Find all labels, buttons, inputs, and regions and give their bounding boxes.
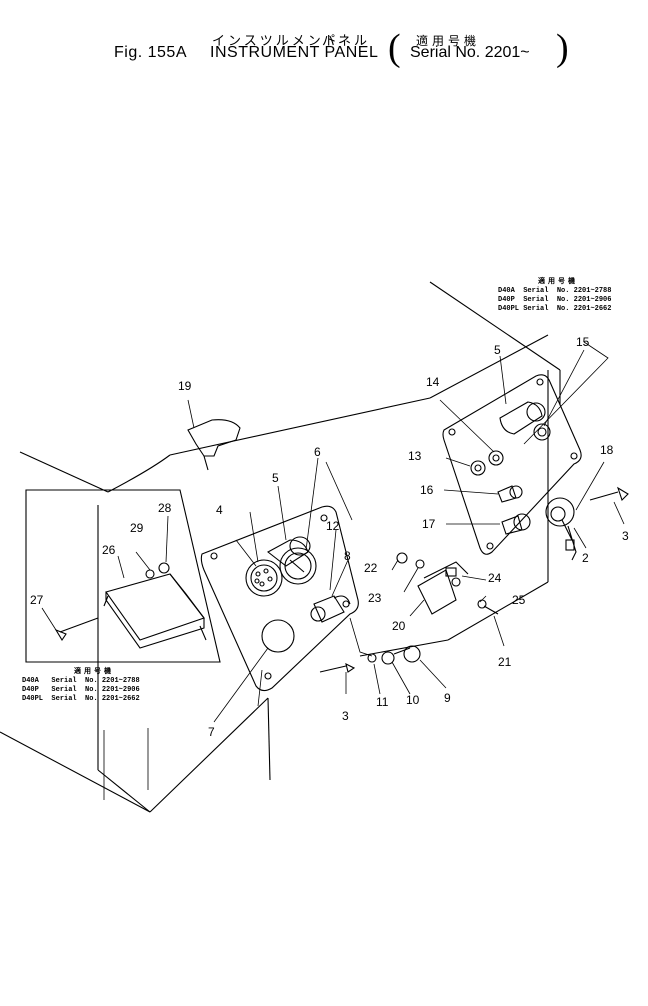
pilot-lamp-5-left bbox=[266, 536, 311, 567]
callout-12: 12 bbox=[326, 519, 340, 533]
gauge-4 bbox=[245, 559, 283, 597]
callout-20: 20 bbox=[392, 619, 406, 633]
title-japanese: インスツルメント bbox=[212, 33, 340, 48]
serial-range: Serial No. 2201~ bbox=[410, 44, 530, 61]
table-row: D40P Serial No. 2201~2906 bbox=[498, 296, 612, 304]
callout-27: 27 bbox=[30, 593, 44, 607]
right-panel-plate bbox=[442, 374, 582, 555]
lamp-8 bbox=[310, 595, 351, 623]
callout-9: 9 bbox=[444, 691, 451, 705]
callout-3-right: 3 bbox=[622, 529, 629, 543]
table-row: D40PL Serial No. 2201~2662 bbox=[22, 695, 140, 703]
instrument-panel-plate bbox=[200, 505, 359, 692]
serial-japanese: 適用号機 bbox=[416, 34, 481, 48]
detail-box bbox=[25, 489, 221, 663]
switch-17 bbox=[501, 513, 531, 535]
callout-17: 17 bbox=[422, 517, 436, 531]
figure-number: Fig. 155A bbox=[114, 44, 187, 61]
table-row: D40P Serial No. 2201~2906 bbox=[22, 686, 140, 694]
serial-table-right: 適用号機 D40A Serial No. 2201~2788 D40P Seri… bbox=[498, 278, 611, 314]
nut-28 bbox=[158, 562, 170, 574]
callout-18: 18 bbox=[600, 443, 614, 457]
callout-5-right: 5 bbox=[494, 343, 501, 357]
screw-3-left bbox=[319, 662, 356, 673]
dashboard-housing bbox=[0, 281, 561, 813]
callout-labels: 19 5 6 4 12 8 7 3 11 10 9 22 23 20 21 24… bbox=[30, 335, 629, 739]
table-row: D40PL Serial No. 2201~2662 bbox=[498, 305, 612, 313]
switch-16 bbox=[497, 485, 523, 503]
callout-8: 8 bbox=[344, 549, 351, 563]
key-switch-18 bbox=[545, 497, 577, 561]
callout-25: 25 bbox=[512, 593, 526, 607]
callout-13: 13 bbox=[408, 449, 422, 463]
switch-7 bbox=[261, 619, 295, 653]
washer-10 bbox=[381, 651, 395, 665]
callout-11: 11 bbox=[376, 695, 389, 709]
callout-21: 21 bbox=[498, 655, 512, 669]
callout-15: 15 bbox=[576, 335, 590, 349]
callout-24: 24 bbox=[488, 571, 502, 585]
callout-14: 14 bbox=[426, 375, 440, 389]
callout-2: 2 bbox=[582, 551, 589, 565]
nut-13-14 bbox=[470, 450, 504, 476]
callout-19: 19 bbox=[178, 379, 192, 393]
callout-29: 29 bbox=[130, 521, 144, 535]
leader-lines bbox=[41, 341, 625, 800]
callout-3: 3 bbox=[342, 709, 349, 723]
bracket-20 bbox=[417, 561, 469, 615]
bolt-9 bbox=[393, 645, 421, 663]
callout-5: 5 bbox=[272, 471, 279, 485]
washer-29 bbox=[145, 569, 155, 579]
callout-26: 26 bbox=[102, 543, 116, 557]
callout-7: 7 bbox=[208, 725, 215, 739]
open-paren: ( bbox=[388, 27, 401, 69]
callout-22: 22 bbox=[364, 561, 378, 575]
callout-16: 16 bbox=[420, 483, 434, 497]
table-header: 適用号機 bbox=[538, 278, 578, 286]
callout-4: 4 bbox=[216, 503, 223, 517]
bracket-26 bbox=[103, 573, 207, 649]
callout-23: 23 bbox=[368, 591, 382, 605]
bolt-21 bbox=[477, 599, 499, 615]
bolt-3-right bbox=[589, 486, 629, 502]
nut-22 bbox=[396, 552, 408, 564]
table-row: D40A Serial No. 2201~2788 bbox=[22, 677, 140, 685]
close-paren: ) bbox=[556, 27, 569, 69]
pilot-lamp-5-right bbox=[499, 401, 551, 441]
screw-27 bbox=[54, 617, 99, 642]
table-header: 適用号機 bbox=[74, 668, 114, 676]
cover-19 bbox=[187, 419, 241, 471]
table-row: D40A Serial No. 2201~2788 bbox=[498, 287, 612, 295]
washer-23 bbox=[415, 559, 425, 569]
callout-10: 10 bbox=[406, 693, 420, 707]
washer-11 bbox=[367, 653, 377, 663]
figure-title: Fig. 155A INSTRUMENT PANEL bbox=[114, 44, 378, 62]
callout-28: 28 bbox=[158, 501, 172, 515]
serial-table-left: 適用号機 D40A Serial No. 2201~2788 D40P Seri… bbox=[22, 668, 140, 704]
figure-name: INSTRUMENT PANEL bbox=[210, 44, 379, 61]
title-japanese-2: パネル bbox=[322, 33, 371, 48]
callout-6: 6 bbox=[314, 445, 321, 459]
